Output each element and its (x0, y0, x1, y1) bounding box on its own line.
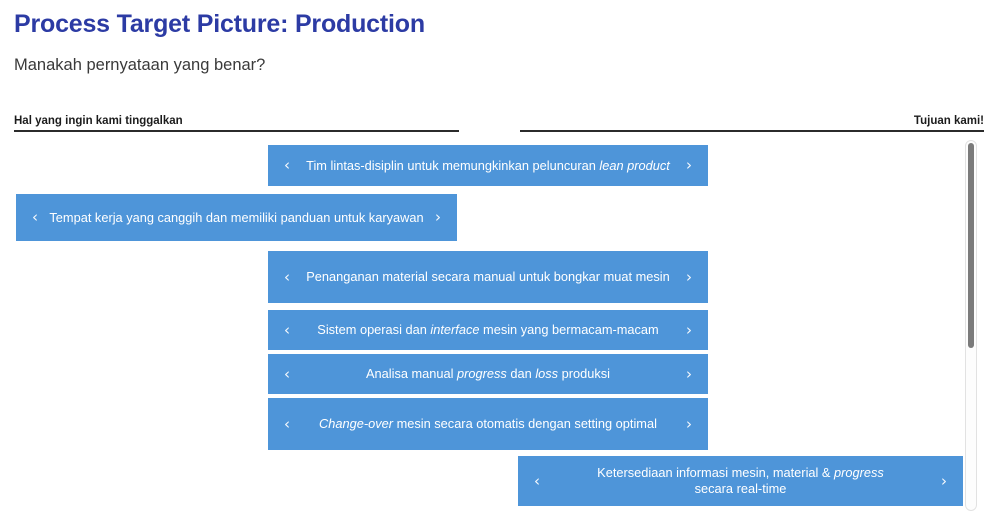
column-header-left-label: Hal yang ingin kami tinggalkan (14, 115, 183, 127)
column-header-left: Hal yang ingin kami tinggalkan (14, 110, 459, 132)
bar-label: Penanganan material secara manual untuk … (306, 269, 670, 284)
left-chevron-icon[interactable]: ‹ (284, 156, 290, 174)
bar-penanganan-material[interactable]: ‹ Penanganan material secara manual untuk… (268, 251, 708, 303)
bar-label: Tempat kerja yang canggih dan memiliki p… (49, 209, 424, 225)
bar-tempat-kerja-canggih[interactable]: ‹ Tempat kerja yang canggih dan memiliki … (16, 194, 457, 241)
column-header-right-label: Tujuan kami! (913, 115, 984, 127)
left-chevron-icon[interactable]: ‹ (284, 267, 290, 286)
bar-label: Analisa manual progress dan loss produks… (365, 366, 611, 381)
left-chevron-icon[interactable]: ‹ (284, 320, 290, 339)
vertical-scrollbar-thumb[interactable] (968, 143, 974, 348)
bar-label: Sistem operasi dan interface mesin yang … (317, 322, 659, 337)
bar-label: Ketersediaan informasi mesin, material &… (597, 465, 884, 496)
left-chevron-icon[interactable]: ‹ (32, 208, 38, 226)
statement-bars-list: ‹ Tim lintas-disiplin untuk memungkinkan … (0, 138, 998, 513)
bar-label: Change-over mesin secara otomatis dengan… (319, 416, 657, 431)
bar-analisa-manual[interactable]: ‹ Analisa manual progress dan loss produk… (268, 354, 708, 394)
right-chevron-icon[interactable]: › (435, 208, 441, 226)
bar-ketersediaan-informasi[interactable]: ‹ Ketersediaan informasi mesin, material … (518, 456, 963, 506)
right-chevron-icon[interactable]: › (941, 471, 947, 490)
column-header-right: Tujuan kami! (520, 110, 984, 132)
page-subtitle: Manakah pernyataan yang benar? (14, 56, 266, 74)
vertical-scrollbar[interactable] (965, 140, 977, 511)
right-chevron-icon[interactable]: › (686, 267, 692, 286)
left-chevron-icon[interactable]: ‹ (284, 364, 290, 383)
bar-tim-lintas-disiplin[interactable]: ‹ Tim lintas-disiplin untuk memungkinkan … (268, 145, 708, 186)
left-chevron-icon[interactable]: ‹ (534, 471, 540, 490)
bar-change-over[interactable]: ‹ Change-over mesin secara otomatis denga… (268, 398, 708, 450)
right-chevron-icon[interactable]: › (686, 156, 692, 174)
bar-label: Tim lintas-disiplin untuk memungkinkan p… (306, 157, 670, 173)
right-chevron-icon[interactable]: › (686, 364, 692, 383)
right-chevron-icon[interactable]: › (686, 414, 692, 433)
page-title: Process Target Picture: Production (14, 10, 425, 38)
left-chevron-icon[interactable]: ‹ (284, 414, 290, 433)
bar-sistem-operasi-interface[interactable]: ‹ Sistem operasi dan interface mesin yang… (268, 310, 708, 350)
right-chevron-icon[interactable]: › (686, 320, 692, 339)
